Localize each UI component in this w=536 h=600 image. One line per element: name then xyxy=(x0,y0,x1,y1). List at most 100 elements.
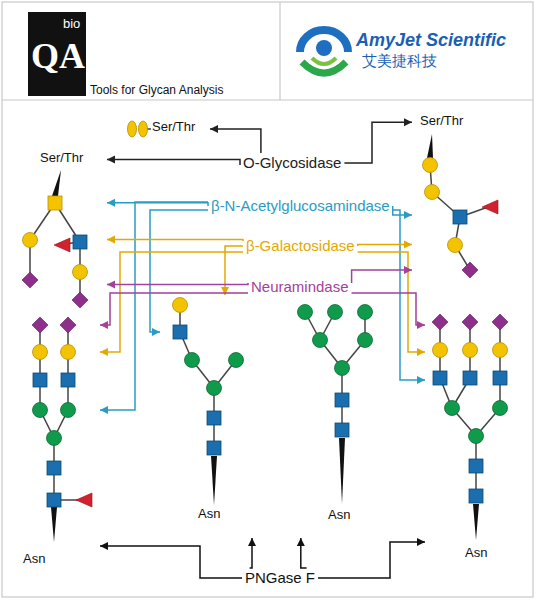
enzyme-arrow xyxy=(100,293,248,329)
arrowhead xyxy=(107,280,115,288)
enzyme-arrow xyxy=(100,252,243,356)
enzyme-arrow xyxy=(100,542,242,578)
arrow-line xyxy=(100,293,248,325)
glycan-structure: Ser/Thr xyxy=(122,118,210,140)
enzyme-arrow xyxy=(221,246,243,295)
attachment-site: Ser/Thr xyxy=(420,114,463,129)
arrowhead xyxy=(417,538,425,546)
arrow-line xyxy=(100,546,242,578)
arrowhead xyxy=(107,199,115,207)
attachment-site: Asn xyxy=(198,507,220,522)
arrowhead xyxy=(221,287,229,295)
attachment-site: Asn xyxy=(465,546,487,561)
arrowhead xyxy=(100,406,108,414)
arrowhead xyxy=(248,538,256,546)
arrow-line xyxy=(100,252,243,352)
label-holder: QA xyxy=(31,36,85,77)
enzyme-label: Neuramindase xyxy=(248,277,352,297)
enzyme-arrow xyxy=(393,206,412,219)
label-holder: bio xyxy=(63,14,80,32)
arrowhead xyxy=(417,348,425,356)
company-name: AmyJet Scientific xyxy=(356,30,506,51)
enzyme-arrow xyxy=(297,538,307,568)
enzyme-arrow xyxy=(248,538,256,568)
glycan-structure: Ser/Thr xyxy=(12,150,107,310)
arrowhead xyxy=(417,321,425,329)
enzyme-name: O-Glycosidase xyxy=(243,154,341,171)
enzyme-arrow xyxy=(107,199,208,207)
arrow-line xyxy=(344,122,412,163)
arrow-line xyxy=(358,245,412,246)
logo-mark: QA xyxy=(31,36,85,77)
glycan-structure: Asn xyxy=(425,310,515,568)
arrow-line xyxy=(358,252,425,352)
arrowhead xyxy=(152,328,160,336)
enzyme-arrow xyxy=(352,266,412,283)
arrow-line xyxy=(352,270,412,283)
enzyme-arrow xyxy=(393,210,425,384)
label-holder: Tools for Glycan Analysis xyxy=(90,80,223,98)
label-holder: 艾美捷科技 xyxy=(362,52,437,70)
label-holder: AmyJet Scientific xyxy=(356,30,506,51)
arrow-line xyxy=(100,202,208,410)
attachment-site: Ser/Thr xyxy=(152,120,195,135)
glycan-structure: Asn xyxy=(160,295,260,538)
glycan-bonds xyxy=(30,129,500,500)
enzyme-arrow xyxy=(358,252,425,356)
logo-suffix: bio xyxy=(63,17,80,32)
arrow-line xyxy=(107,160,240,165)
glycan-structure: Ser/Thr xyxy=(412,112,507,282)
arrowhead xyxy=(210,125,218,133)
arrowhead xyxy=(100,348,108,356)
enzyme-arrow xyxy=(344,118,412,163)
arrow-line xyxy=(107,203,208,206)
glycan-anchor xyxy=(51,134,479,542)
enzyme-label: O-Glycosidase xyxy=(240,153,344,173)
enzyme-arrow xyxy=(150,210,208,336)
arrowhead xyxy=(404,118,412,126)
arrow-line xyxy=(318,542,425,578)
enzyme-arrow xyxy=(107,280,248,288)
enzyme-arrow xyxy=(100,202,208,414)
enzyme-name: β-N-Acetylglucosamindase xyxy=(211,197,390,214)
enzyme-name: Neuramindase xyxy=(251,278,349,295)
arrow-line xyxy=(352,293,425,325)
arrowhead xyxy=(107,156,115,164)
arrow-line xyxy=(107,240,243,241)
company-name-chinese: 艾美捷科技 xyxy=(362,53,437,70)
arrowhead xyxy=(404,241,412,249)
enzyme-label: β-Galactosidase xyxy=(243,236,358,256)
glycan-structure: Asn xyxy=(290,300,380,538)
arrowhead xyxy=(297,538,305,546)
enzyme-arrow xyxy=(358,241,412,249)
arrowhead xyxy=(404,211,412,219)
enzyme-arrow xyxy=(210,125,261,153)
enzyme-arrow xyxy=(107,236,243,244)
header-divider xyxy=(279,2,280,100)
arrowhead xyxy=(100,321,108,329)
logo-box xyxy=(28,12,86,96)
enzyme-label: PNGase F xyxy=(242,568,318,588)
arrowhead xyxy=(107,236,115,244)
glycan-structure: Asn xyxy=(15,314,100,572)
enzyme-arrow xyxy=(352,293,425,329)
enzyme-arrow xyxy=(107,156,240,165)
enzyme-name: PNGase F xyxy=(245,569,315,586)
header-rule xyxy=(2,99,533,100)
monosaccharide xyxy=(22,121,508,507)
amyjet-logo xyxy=(300,30,348,73)
arrowhead xyxy=(417,376,425,384)
arrow-line xyxy=(150,210,208,332)
enzyme-name: β-Galactosidase xyxy=(246,237,355,254)
attachment-site: Ser/Thr xyxy=(40,151,83,166)
arrowhead xyxy=(100,542,108,550)
attachment-site: Asn xyxy=(328,508,350,523)
arrowhead xyxy=(404,266,412,274)
enzyme-arrow xyxy=(318,538,425,578)
enzyme-label: β-N-Acetylglucosamindase xyxy=(208,196,393,216)
arrow-line xyxy=(393,210,425,380)
attachment-site: Asn xyxy=(23,552,45,567)
